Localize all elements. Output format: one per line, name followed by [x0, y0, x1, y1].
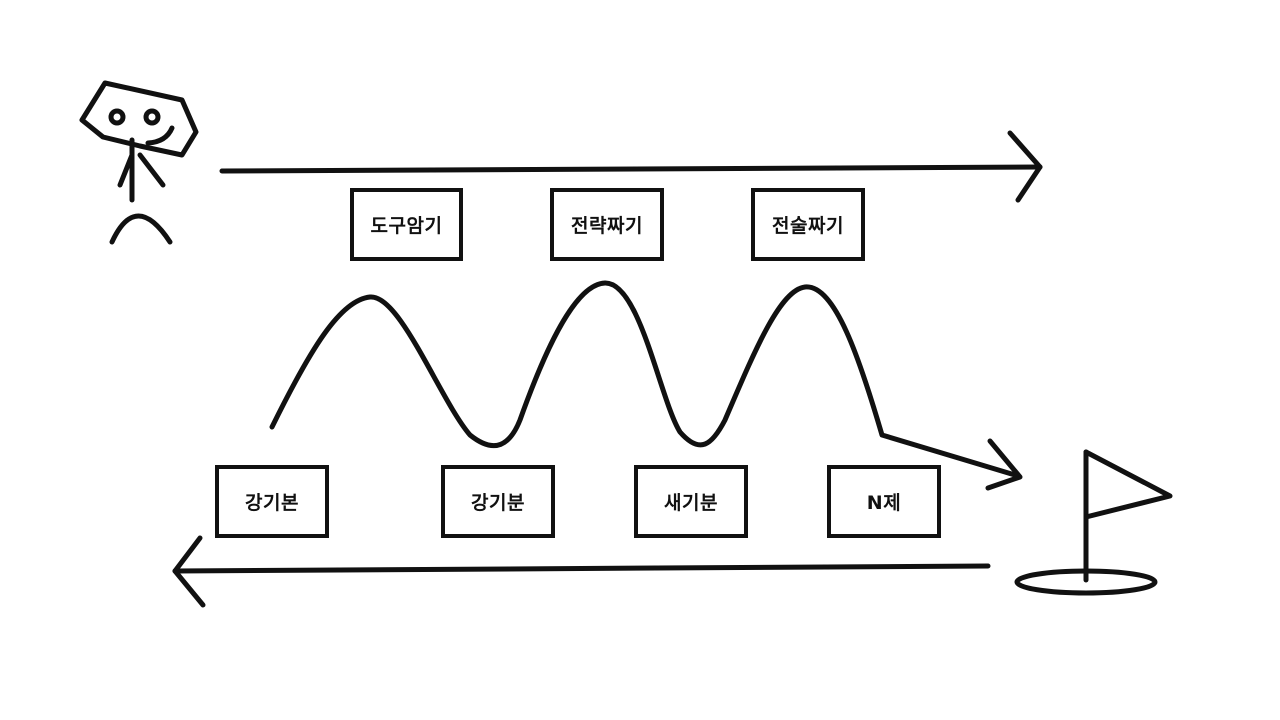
step-box-bottom-3: 새기분 — [634, 465, 748, 538]
wave-line — [269, 280, 1018, 478]
figure-smile — [145, 125, 175, 146]
stick-figure-icon — [79, 80, 199, 245]
step-label: 도구암기 — [370, 215, 443, 237]
figure-right-eye — [143, 108, 161, 126]
figure-head — [79, 80, 199, 158]
figure-right-arm — [137, 152, 166, 188]
step-label: 강기본 — [245, 492, 299, 514]
step-box-bottom-4: N제 — [827, 465, 941, 538]
flag-cloth — [1083, 449, 1173, 520]
step-label: N제 — [866, 492, 902, 514]
figure-left-arm — [117, 152, 135, 188]
figure-left-eye — [108, 108, 126, 126]
step-box-tool-memorize: 도구암기 — [350, 188, 463, 261]
step-box-strategy: 전략짜기 — [550, 188, 664, 261]
golf-flag-icon — [1014, 449, 1173, 596]
top-arrow-shaft — [219, 164, 1043, 174]
bottom-arrow-shaft — [172, 563, 991, 574]
figure-legs — [109, 213, 173, 245]
step-box-bottom-2: 강기분 — [441, 465, 555, 538]
top-arrow — [219, 130, 1043, 203]
step-box-tactics: 전술짜기 — [751, 188, 865, 261]
bottom-arrow — [172, 535, 991, 608]
step-label: 강기분 — [471, 492, 525, 514]
step-box-bottom-1: 강기본 — [215, 465, 329, 538]
step-label: 새기분 — [664, 492, 718, 514]
bottom-arrow-head — [172, 535, 206, 608]
top-arrow-head — [1007, 130, 1043, 203]
step-label: 전략짜기 — [571, 215, 643, 237]
step-label: 전술짜기 — [772, 215, 844, 237]
wave-arrow-head — [985, 438, 1023, 491]
